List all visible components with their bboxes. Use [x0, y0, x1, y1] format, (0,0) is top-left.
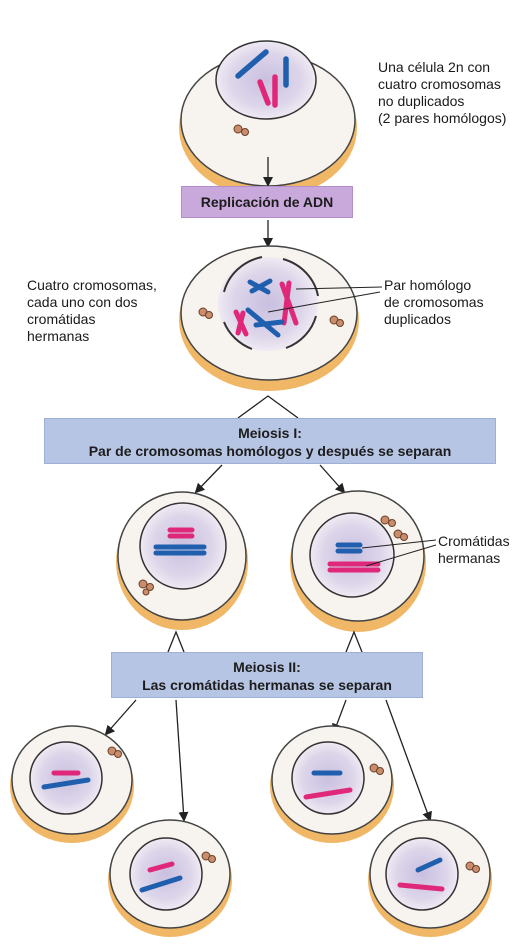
- organelles: [201, 851, 216, 863]
- chromosomes: [139, 861, 183, 893]
- chromosome-pink-short: [257, 79, 271, 106]
- arrow-to-cell5: [104, 699, 137, 736]
- nucleus: [129, 837, 203, 911]
- nucleus: [291, 741, 365, 815]
- label-line: (2 pares homólogos): [378, 110, 507, 126]
- pointer-line: [267, 291, 381, 313]
- cell-duplicated: [179, 245, 383, 391]
- cell-meiosis2-b: [108, 819, 232, 937]
- split-lines-right: [345, 630, 363, 653]
- nucleus: [385, 837, 459, 911]
- label-line: hermanas: [438, 550, 501, 566]
- chromosomes: [397, 857, 445, 892]
- cell-meiosis2-d: [368, 819, 492, 937]
- cell-meiosis2-c: [270, 725, 394, 843]
- label-homologous-pair: Par homólogo de cromosomas duplicados: [384, 277, 484, 328]
- pointer-line: [361, 539, 437, 549]
- label-initial-cell: Una célula 2n con cuatro cromosomas no d…: [378, 59, 506, 127]
- label-line: cada uno con dos: [27, 294, 138, 310]
- cell-initial: [179, 40, 357, 198]
- label-line: Cuatro cromosomas,: [27, 277, 157, 293]
- meiosis2-title: Meiosis II:: [233, 659, 301, 675]
- label-line: Cromátidas: [438, 533, 510, 549]
- organelles: [198, 307, 344, 327]
- meiosis1-title: Meiosis I:: [238, 425, 302, 441]
- arrow-to-cell4: [319, 464, 346, 494]
- nucleus: [29, 741, 103, 815]
- chromosomes-unduplicated: [235, 49, 289, 108]
- organelles: [138, 579, 154, 596]
- label-line: cromátidas: [27, 311, 96, 327]
- nucleus: [215, 40, 317, 120]
- organelles: [465, 861, 480, 873]
- chromosomes: [41, 770, 91, 790]
- meiosis1-box: Meiosis I: Par de cromosomas homólogos y…: [44, 418, 496, 464]
- pointer-line: [365, 544, 437, 567]
- label-sister-chromatids: Cromátidas hermanas: [438, 533, 510, 567]
- arrow-to-cell6: [175, 699, 189, 822]
- label-line: hermanas: [27, 328, 90, 344]
- meiosis2-text: Las cromátidas hermanas se separan: [142, 677, 392, 693]
- arrow-to-cell3: [194, 464, 223, 494]
- label-line: duplicados: [384, 311, 451, 327]
- organelle: [233, 124, 249, 136]
- meiosis1-text: Par de cromosomas homólogos y después se…: [88, 443, 452, 459]
- split-lines-left: [167, 630, 185, 653]
- cell-meiosis2-a: [10, 725, 134, 843]
- meiosis2-box: Meiosis II: Las cromátidas hermanas se s…: [111, 652, 423, 698]
- label-four-chromosomes: Cuatro cromosomas, cada uno con dos crom…: [27, 277, 157, 345]
- nuclear-envelope-fragments: [223, 256, 319, 350]
- label-line: cuatro cromosomas: [378, 76, 501, 92]
- replication-box: Replicación de ADN: [181, 186, 353, 218]
- arrow-to-cell8: [385, 699, 432, 822]
- organelles: [369, 763, 384, 775]
- pointer-line: [295, 286, 383, 290]
- cell-meiosis1-left: [116, 491, 248, 630]
- chromosome-blue-long: [235, 49, 269, 79]
- label-line: no duplicados: [378, 93, 465, 109]
- chromosomes-duplicated: [233, 278, 299, 338]
- chromosome-pair: [327, 542, 381, 573]
- organelles: [107, 746, 122, 758]
- replication-label: Replicación de ADN: [200, 194, 334, 210]
- label-line: Par homólogo: [384, 277, 472, 293]
- organelles: [380, 515, 408, 541]
- split-lines: [237, 395, 299, 419]
- chromosome-pair: [153, 527, 207, 556]
- label-line: de cromosomas: [384, 294, 484, 310]
- chromosomes: [303, 770, 353, 800]
- label-line: Una célula 2n con: [378, 59, 491, 75]
- cell-meiosis1-right: [290, 490, 437, 632]
- nucleus: [309, 512, 395, 598]
